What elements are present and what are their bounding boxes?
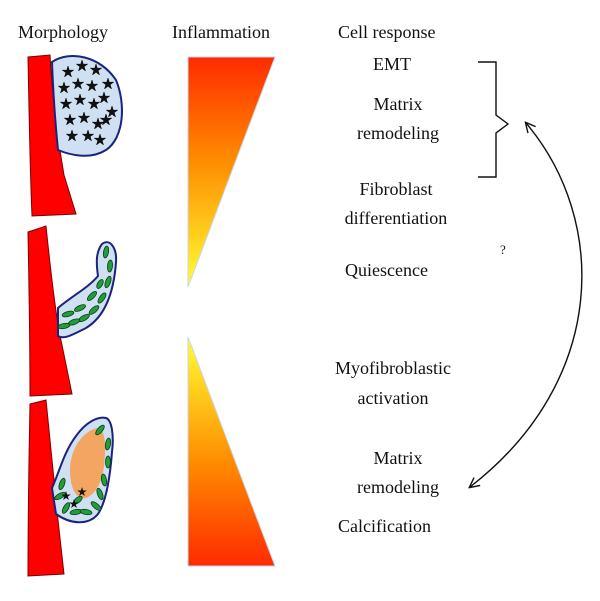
label-matrix-remodeling-1-line1: Matrix xyxy=(373,94,423,114)
morphology-panel-1 xyxy=(27,54,123,217)
valve-base-2 xyxy=(27,225,73,397)
stellate-cell xyxy=(59,97,73,110)
cell xyxy=(61,310,75,318)
label-fibroblast-differentiation: Fibroblast differentiation xyxy=(334,175,458,233)
label-matrix-remodeling-1: Matrix remodeling xyxy=(352,90,444,148)
label-emt: EMT xyxy=(373,54,411,74)
morphology-panel-3 xyxy=(27,399,114,577)
stellate-cell xyxy=(63,113,77,126)
stellate-cell xyxy=(75,59,89,72)
label-myofibroblastic-activation: Myofibroblastic activation xyxy=(324,353,462,413)
stellate-cell xyxy=(77,487,87,496)
stellate-cell xyxy=(69,499,79,508)
stellate-cell xyxy=(99,113,113,126)
cell xyxy=(79,508,93,516)
stellate-cell xyxy=(81,129,95,142)
header-inflammation: Inflammation xyxy=(172,22,270,42)
cell xyxy=(104,275,112,289)
cell xyxy=(102,245,110,259)
label-fibroblast-line2: differentiation xyxy=(344,208,448,228)
cell xyxy=(57,322,71,330)
label-matrix-remodeling-2-line1: Matrix xyxy=(373,448,423,468)
morphology-panel-2 xyxy=(27,225,118,397)
cell xyxy=(97,292,107,304)
cell xyxy=(100,473,108,487)
label-matrix-remodeling-2: Matrix remodeling xyxy=(345,444,451,502)
stellate-cell xyxy=(73,93,87,106)
header-morphology: Morphology xyxy=(18,22,108,42)
quiescent-cells xyxy=(57,245,113,330)
stellate-cell xyxy=(97,91,111,104)
stellate-cell xyxy=(85,79,99,92)
cell xyxy=(96,279,104,289)
stellate-cell xyxy=(77,111,91,124)
stellate-cell xyxy=(57,81,71,94)
stellate-cell xyxy=(61,65,75,78)
header-cell-response: Cell response xyxy=(338,22,436,42)
label-myofibroblastic-line1: Myofibroblastic xyxy=(335,358,451,378)
label-quiescence: Quiescence xyxy=(345,260,428,280)
cell xyxy=(90,501,102,511)
inflammation-wedge-top xyxy=(187,56,276,288)
calcification-nodule xyxy=(70,428,106,499)
cell xyxy=(74,304,86,312)
cell xyxy=(96,487,104,501)
stellate-cell xyxy=(61,491,71,500)
stellate-cell xyxy=(87,97,101,110)
label-calcification: Calcification xyxy=(338,516,431,536)
stellate-cell xyxy=(93,133,107,146)
activated-cells xyxy=(54,424,112,516)
cell xyxy=(87,291,97,301)
stellate-cell xyxy=(105,105,119,118)
bracket xyxy=(478,61,510,178)
question-mark: ? xyxy=(500,242,506,257)
cell xyxy=(105,455,111,469)
cell xyxy=(95,424,105,436)
label-matrix-remodeling-2-line2: remodeling xyxy=(357,477,439,497)
stellate-cell xyxy=(65,129,79,142)
cell xyxy=(61,502,71,514)
stellate-cell xyxy=(89,63,103,76)
curved-double-arrow xyxy=(470,123,583,487)
cell xyxy=(58,477,66,491)
inflammation-wedge-bottom xyxy=(187,336,276,567)
label-myofibroblastic-line2: activation xyxy=(357,388,429,408)
stellate-cell xyxy=(91,117,105,130)
stellate-cell xyxy=(101,77,115,90)
leaflet-1 xyxy=(50,55,123,157)
cell xyxy=(54,491,66,501)
stellate-cells xyxy=(57,59,119,146)
stellate-cell xyxy=(71,77,85,90)
label-fibroblast-line1: Fibroblast xyxy=(359,179,433,199)
cell xyxy=(88,305,100,315)
label-matrix-remodeling-1-line2: remodeling xyxy=(357,123,439,143)
valve-base-3 xyxy=(27,399,65,577)
cell xyxy=(104,437,112,451)
cell xyxy=(107,259,113,273)
